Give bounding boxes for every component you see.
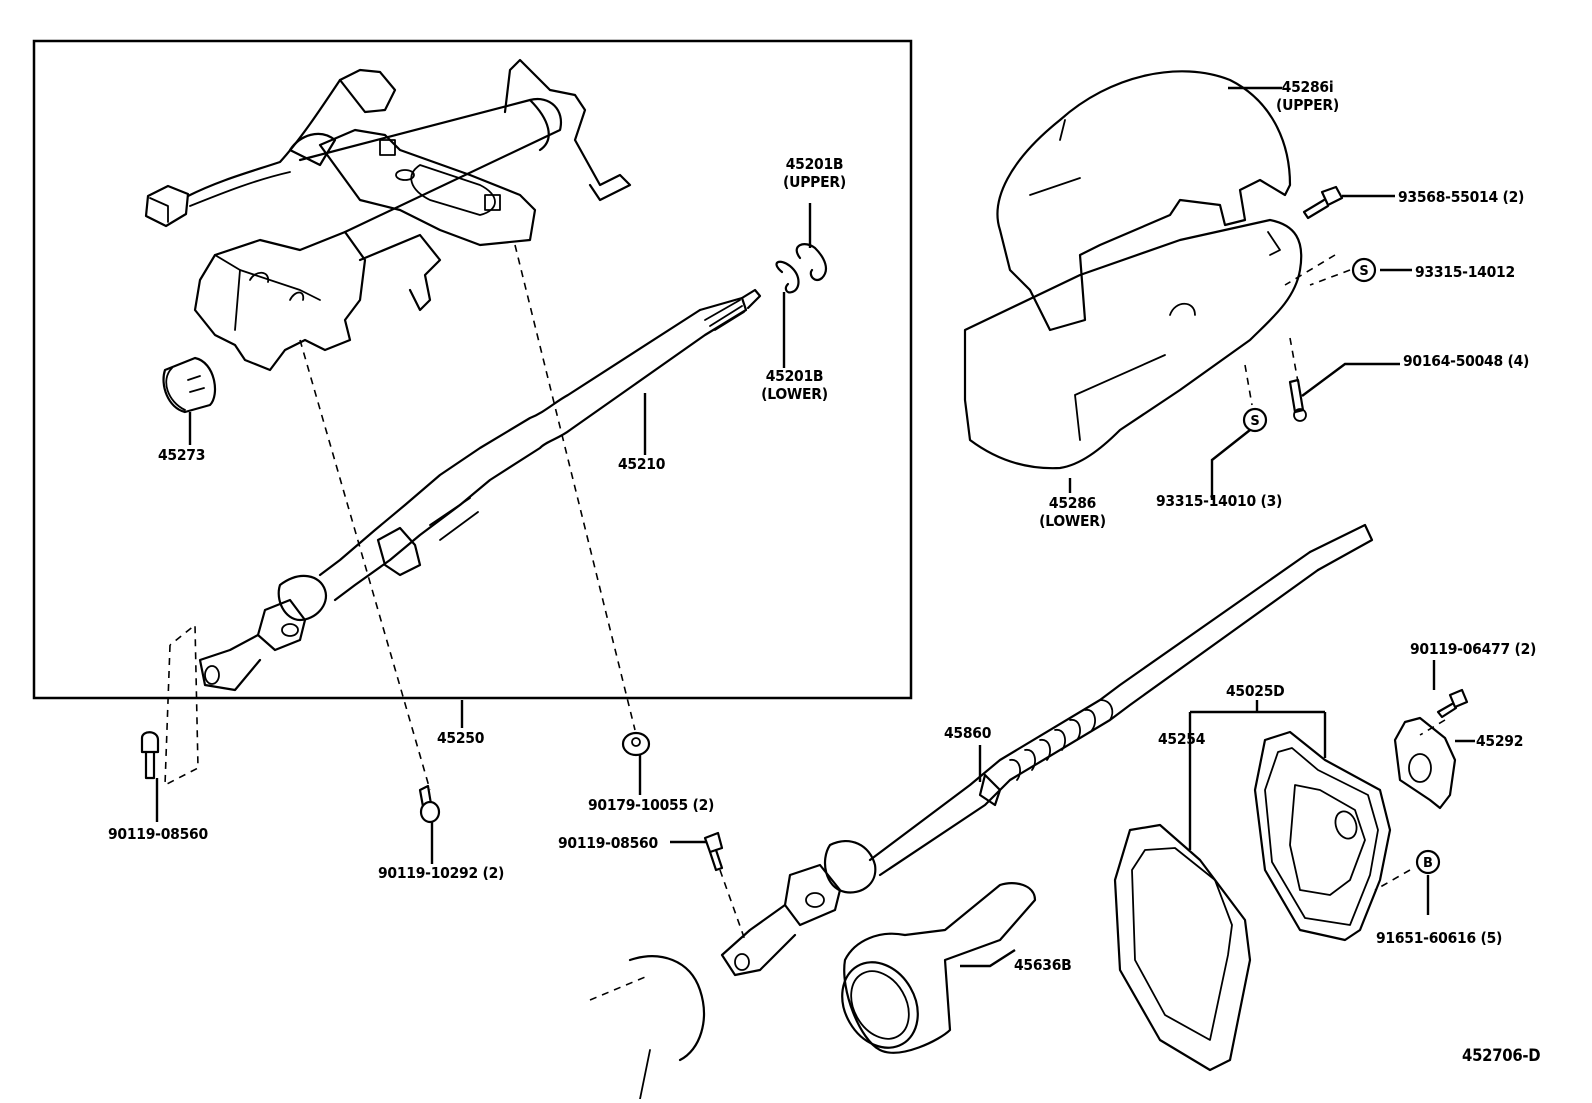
mid-bolt-illustration [418,784,441,824]
part-label-boot[interactable]: 45636B [1014,956,1072,974]
left-bolt-illustration [140,731,160,780]
nut-illustration [621,731,651,757]
symbol-s-lower: S [1250,414,1259,429]
symbol-s-upper: S [1359,264,1368,279]
part-label-nut[interactable]: 90179-10055 (2) [588,796,715,814]
figure-code: 452706-D [1462,1046,1541,1065]
intermediate-shaft-illustration [720,523,1374,977]
part-label-bushing[interactable]: 45273 [158,446,206,464]
plate-bolt-illustration [1436,688,1469,719]
main-shaft-illustration [198,288,762,692]
clip-b-symbol: B [1415,849,1441,875]
column-cover-lower-illustration [963,218,1303,470]
joint-bolt-illustration [703,831,724,872]
snap-ring-upper-illustration [795,243,828,282]
part-label-snap-ring-upper[interactable]: 45201B (UPPER) [776,155,853,191]
assembly-lines [164,244,1446,941]
part-label-cover-lower[interactable]: 45286 (LOWER) [1034,494,1111,530]
part-label-mid-bolt[interactable]: 90119-10292 (2) [378,864,505,882]
column-housing-partial [589,955,705,1100]
column-assembly-frame [32,39,913,700]
plate-illustration [1393,716,1457,810]
cover-screw-illustration [1302,185,1344,220]
seal-illustration [1113,823,1252,1072]
part-label-cover-screw[interactable]: 93568-55014 (2) [1398,188,1525,206]
part-note: (LOWER) [1039,512,1106,530]
part-label-clip-b[interactable]: 91651-60616 (5) [1376,929,1503,947]
leader-lines [155,86,1475,968]
boot-illustration [841,882,1037,1054]
part-label-lower-cover-screw[interactable]: 90164-50048 (4) [1403,352,1530,370]
part-label-clip-s-lower[interactable]: 93315-14010 (3) [1156,492,1283,510]
clip-s-upper-symbol: S [1351,257,1377,283]
part-label-seal[interactable]: 45254 [1158,730,1206,748]
snap-ring-lower-illustration [775,260,800,294]
lower-cover-screw-illustration [1288,378,1307,422]
part-label-clip-s-upper[interactable]: 93315-14012 [1415,263,1515,281]
part-note: (UPPER) [783,173,846,191]
part-label-column-assy[interactable]: 45250 [437,729,485,747]
part-label-plate[interactable]: 45292 [1476,732,1524,750]
part-label-intermediate-shaft[interactable]: 45860 [944,724,992,742]
part-note: (UPPER) [1276,96,1339,114]
clip-s-lower-symbol: S [1242,407,1268,433]
part-label-hole-cover-assy[interactable]: 45025D [1226,682,1285,700]
part-label-main-shaft[interactable]: 45210 [618,455,666,473]
part-label-joint-bolt[interactable]: 90119-08560 [558,834,658,852]
part-label-left-bolt[interactable]: 90119-08560 [108,825,208,843]
part-label-plate-bolt[interactable]: 90119-06477 (2) [1410,640,1537,658]
part-number: 45286i [1281,78,1334,96]
part-label-cover-upper[interactable]: 45286i (UPPER) [1269,78,1346,114]
symbol-b: B [1423,856,1433,871]
hole-cover-illustration [1253,730,1392,942]
part-label-snap-ring-lower[interactable]: 45201B (LOWER) [756,367,833,403]
part-number: 45286 [1048,494,1097,512]
bushing-illustration [162,356,217,414]
column-cover-upper-illustration [996,70,1292,332]
part-note: (LOWER) [761,385,828,403]
part-number: 45201B [785,155,844,173]
part-number: 45201B [765,367,824,385]
steering-column-illustration [144,58,632,372]
